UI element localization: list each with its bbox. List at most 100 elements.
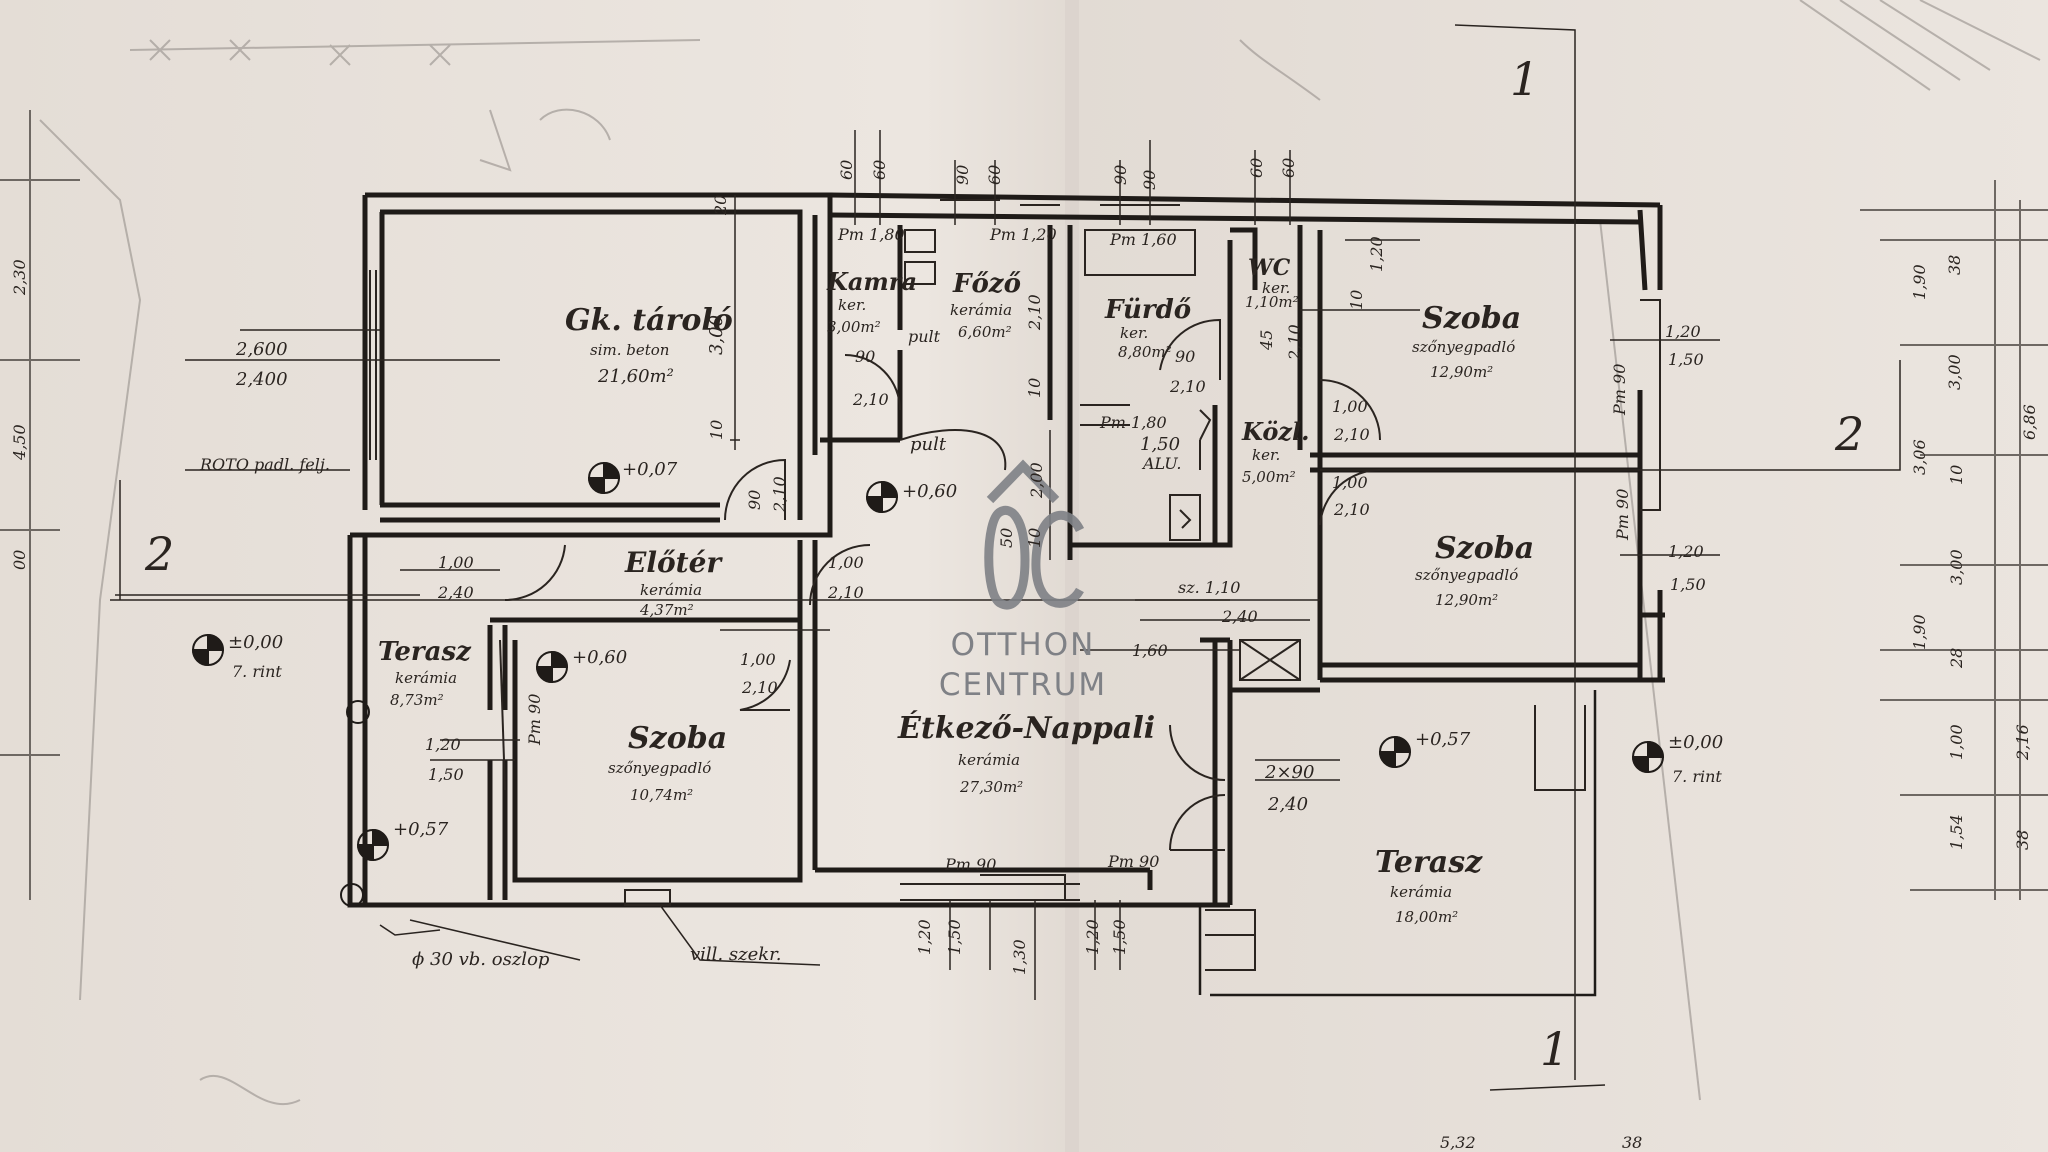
room-area: 6,60m² [958,323,1012,341]
dim-text: 38 [1945,255,1964,275]
dim-text: 1,30 [1010,939,1029,975]
dim-text: 2,00 [1027,462,1046,499]
level-text: +0,07 [622,459,678,480]
room-name: Szoba [1435,531,1534,566]
dim-text: 10 [1347,290,1366,310]
dim-text: Pm 90 [1613,489,1632,541]
room-area: 8,80m² [1118,343,1172,361]
dim-text: 10 [1025,528,1044,548]
room-area: 4,37m² [639,601,694,619]
room-floor: ker. [1120,324,1148,342]
dim-text: 60 [1279,158,1298,178]
dim-text: 1,54 [1947,814,1966,850]
dim-text: vill. szekr. [690,944,782,965]
dim-text: ROTO padl. felj. [199,455,330,474]
dim-text: 90 [855,347,875,366]
dim-text: 2,10 [827,583,864,602]
dim-text: 1,20 [425,735,461,754]
dim-text: 38 [1622,1133,1642,1152]
room-etkezo-nappali: Étkező-Nappali kerámia 27,30m² [897,710,1155,796]
level-marker [191,633,225,667]
room-kozl: Közl. ker. 5,00m² [1241,417,1309,486]
room-szoba-ne: Szoba szőnyegpadló 12,90m² [1412,301,1521,381]
dim-text: 1,00 [740,650,776,669]
section-mark-2-left: 2 [144,527,174,581]
level-labels: +0,07 +0,60 +0,60 ±0,00 7. rint +0,57 +0… [228,459,1723,840]
room-gk-tarolo: Gk. tároló sim. beton 21,60m² [565,303,733,387]
dim-text: 2,16 [2013,724,2032,761]
dim-text: 38 [2013,830,2032,850]
dim-text: Pm 90 [944,855,996,874]
room-area: 10,74m² [630,786,693,804]
dim-text: 1,50 [1140,434,1180,455]
room-floor: szőnyegpadló [608,759,711,777]
column-circle [340,883,364,907]
dim-text: 1,50 [1668,350,1704,369]
room-area: 21,60m² [597,366,674,387]
dim-text: 2,10 [1285,324,1304,361]
room-terasz-e: Terasz kerámia 18,00m² [1375,845,1483,926]
room-terasz-w: Terasz kerámia 8,73m² [378,637,472,709]
room-fozo: Főző kerámia 6,60m² [950,269,1021,341]
room-name: Előtér [624,546,723,579]
dim-text: 3,00 [706,315,727,355]
paper-fold [1065,0,1079,1152]
level-text: +0,57 [393,819,449,840]
section-mark-1-bottom: 1 [1540,1022,1569,1076]
dim-text: 90 [745,490,764,510]
dim-text: 4,50 [10,424,29,461]
level-marker [865,480,899,514]
dim-text: 1,90 [1910,264,1929,300]
dim-text: Pm 1,80 [837,225,905,244]
room-floor: szőnyegpadló [1412,338,1515,356]
dim-text: 90 [953,165,972,185]
level-subtext: 7. rint [232,662,282,681]
column-circle [346,700,370,724]
room-floor: kerámia [395,669,457,687]
level-text: +0,60 [572,647,627,668]
dim-text: Pm 1,80 [1099,413,1167,432]
windows [369,199,1661,971]
watermark-line2: CENTRUM [939,667,1107,703]
dim-text: Pm 90 [1107,852,1159,871]
dim-text: 1,50 [1110,919,1129,955]
watermark-logo [984,459,1085,610]
dimension-lines [110,24,1901,1091]
building-walls [347,192,1665,997]
section-mark-1-top: 1 [1510,52,1539,106]
dim-text: 1,60 [1132,641,1168,660]
dim-text: 90 [1111,165,1130,185]
room-szoba-w: Szoba szőnyegpadló 10,74m² [608,721,727,804]
door-swings [504,318,1381,851]
dim-text: 2,10 [1025,294,1044,331]
level-text: +0,60 [902,481,957,502]
room-kamra: Kamra ker. 3,00m² [826,267,917,336]
dim-text: 1,50 [945,919,964,955]
dim-text: 3,06 [1910,439,1929,475]
room-name: Gk. tároló [565,303,733,338]
dim-text: 10 [707,420,726,440]
watermark-line1: OTTHON [951,627,1096,663]
dim-text: 1,00 [438,553,474,572]
dim-text: 2,40 [1267,794,1308,815]
dim-text: sz. 1,10 [1178,578,1240,597]
room-wc: WC ker. 1,10m² [1245,255,1299,311]
room-name: Kamra [826,267,917,296]
level-text: ±0,00 [228,632,283,653]
level-marker [535,650,569,684]
room-name: Fürdő [1104,295,1191,325]
dim-text: pult [910,434,947,455]
room-name: Étkező-Nappali [897,710,1155,746]
level-marker [356,828,390,862]
dim-text: 1,20 [1367,236,1386,272]
dim-text: 5,32 [1440,1133,1476,1152]
room-area: 1,10m² [1245,293,1299,311]
section-mark-2-right: 2 [1834,407,1864,461]
room-name: Közl. [1241,417,1309,446]
dim-text: 00 [10,550,29,570]
dim-text: 1,50 [428,765,464,784]
dim-text: 6,86 [2020,404,2039,440]
dim-text: 2,600 [235,339,288,360]
